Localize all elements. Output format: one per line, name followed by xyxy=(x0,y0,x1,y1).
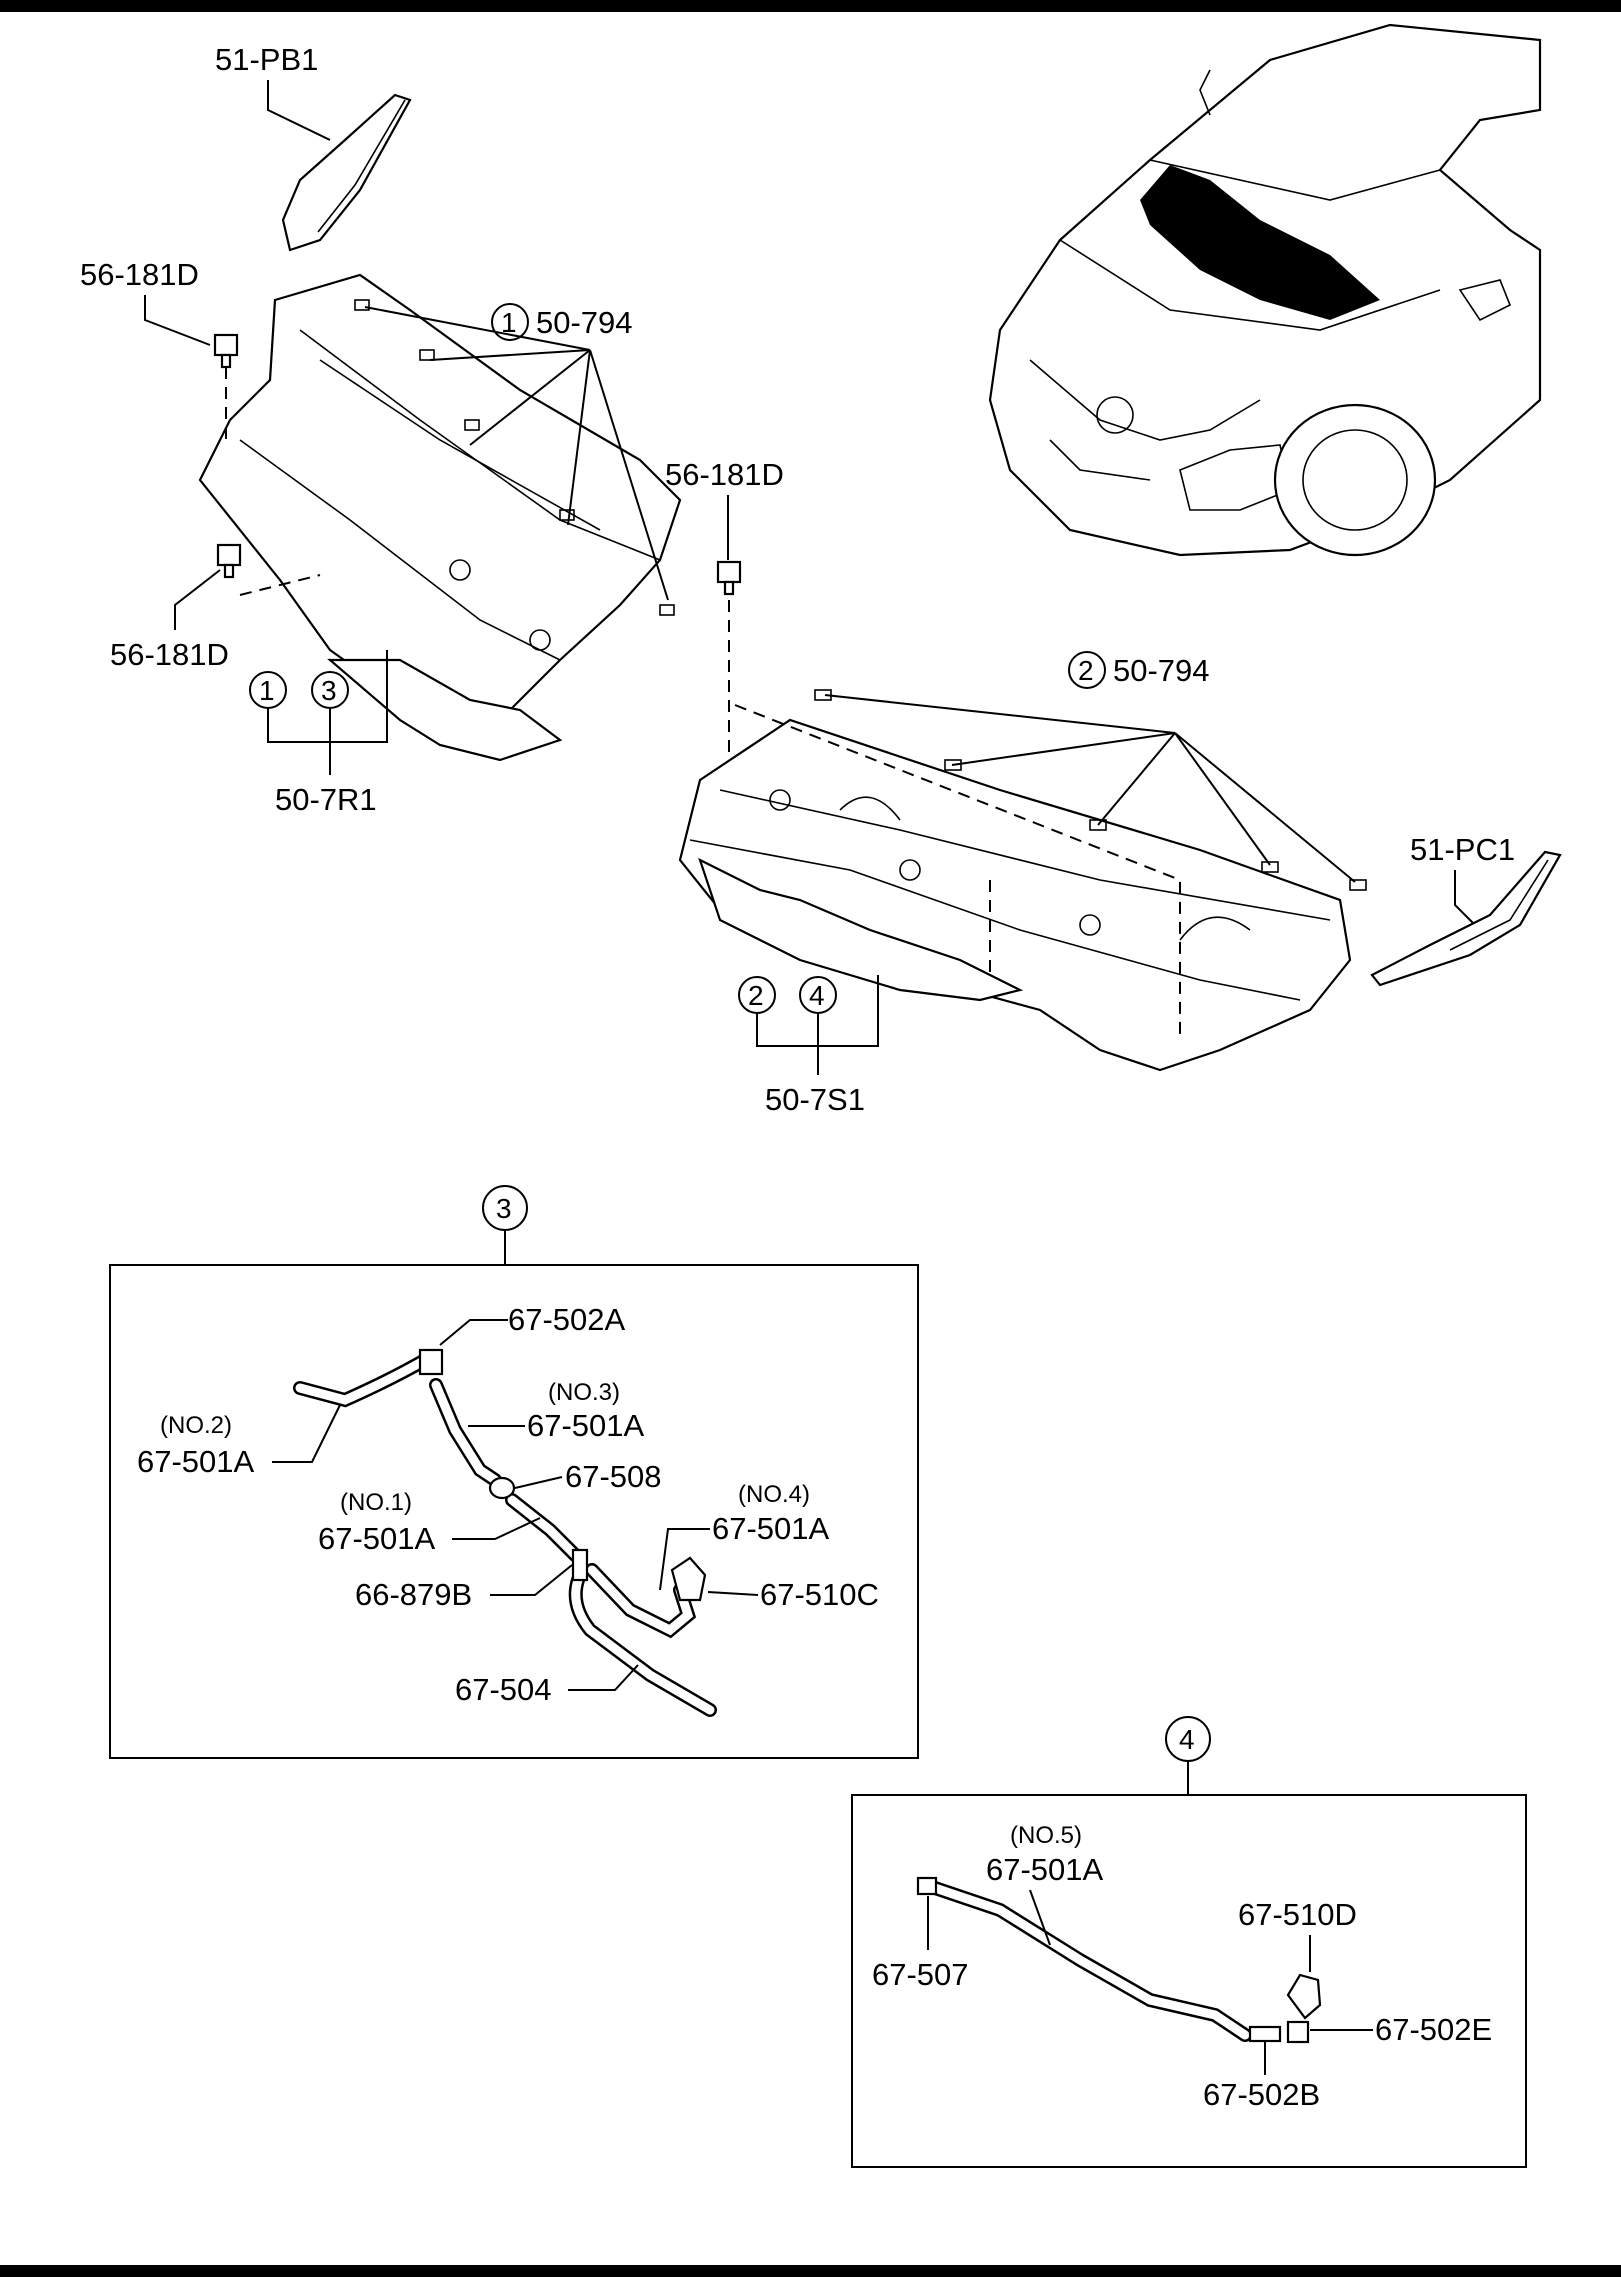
top-border-bar xyxy=(0,0,1621,12)
label-66-879b: 66-879B xyxy=(355,1577,472,1612)
label-67-502a: 67-502A xyxy=(508,1302,626,1337)
label-no4: (NO.4) xyxy=(738,1481,810,1508)
label-56181d-center: 56-181D xyxy=(665,457,784,492)
label-no5: (NO.5) xyxy=(1010,1822,1082,1849)
fitting-67-507-shape xyxy=(916,1876,938,1896)
label-67-501a-no3: 67-501A xyxy=(527,1408,645,1443)
detail-3-panel: 3 67-502A (NO.3) 67-501A (NO.2) 67-501A … xyxy=(109,1185,919,1759)
right-cowl-panel-shape xyxy=(678,689,1367,1072)
fitting-67-502b-shape xyxy=(1248,2025,1282,2043)
circled-4-lower: 4 xyxy=(809,980,825,1011)
bottom-border-bar xyxy=(0,2265,1621,2277)
detail-3-marker: 3 xyxy=(496,1193,512,1224)
circled-3-lower: 3 xyxy=(321,675,337,706)
clip-56181d-lower-left xyxy=(216,543,242,579)
label-56181d-lower: 56-181D xyxy=(110,637,229,672)
label-507r1: 50-7R1 xyxy=(275,782,377,817)
label-67-504: 67-504 xyxy=(455,1672,552,1707)
label-no1: (NO.1) xyxy=(340,1489,412,1516)
label-51pc1: 51-PC1 xyxy=(1410,832,1515,867)
label-no2: (NO.2) xyxy=(160,1412,232,1439)
part-51pb1-shape xyxy=(281,93,412,252)
label-67-507: 67-507 xyxy=(872,1957,969,1992)
label-67-508: 67-508 xyxy=(565,1459,662,1494)
label-50794-upper: 50-794 xyxy=(536,305,633,340)
vehicle-locator-illustration xyxy=(988,23,1542,557)
label-67-501a-no4: 67-501A xyxy=(712,1511,830,1546)
label-67-501a-no5: 67-501A xyxy=(986,1852,1104,1887)
fitting-67-502a-shape xyxy=(418,1348,444,1376)
circled-1-lower: 1 xyxy=(259,675,275,706)
nozzle-67-510d-shape xyxy=(1286,1973,1322,2020)
label-507s1: 50-7S1 xyxy=(765,1082,865,1117)
fitting-67-508-shape xyxy=(488,1476,516,1500)
fitting-66-879b-shape xyxy=(571,1548,589,1582)
label-67-510c: 67-510C xyxy=(760,1577,879,1612)
clip-56181d-center xyxy=(716,560,742,596)
label-67-510d: 67-510D xyxy=(1238,1897,1357,1932)
label-67-502b: 67-502B xyxy=(1203,2077,1320,2112)
fitting-67-502e-shape xyxy=(1286,2020,1310,2044)
nozzle-67-510c-shape xyxy=(670,1556,707,1602)
label-51pb1: 51-PB1 xyxy=(215,42,318,77)
label-67-502e: 67-502E xyxy=(1375,2012,1492,2047)
label-67-501a-no1: 67-501A xyxy=(318,1521,436,1556)
clip-56181d-upper-left xyxy=(213,333,239,369)
part-51pc1-shape xyxy=(1370,850,1562,987)
label-50794-lower: 50-794 xyxy=(1113,653,1210,688)
label-no3: (NO.3) xyxy=(548,1379,620,1406)
label-56181d-upper: 56-181D xyxy=(80,257,199,292)
label-67-501a-no2: 67-501A xyxy=(137,1444,255,1479)
detail-4-panel: 4 (NO.5) 67-501A 67-510D 67-507 67-502E … xyxy=(851,1716,1527,2168)
circled-2-upper: 2 xyxy=(1078,655,1094,686)
circled-1-upper: 1 xyxy=(501,307,517,338)
circled-2-lower: 2 xyxy=(748,980,764,1011)
detail-4-marker: 4 xyxy=(1179,1724,1195,1755)
